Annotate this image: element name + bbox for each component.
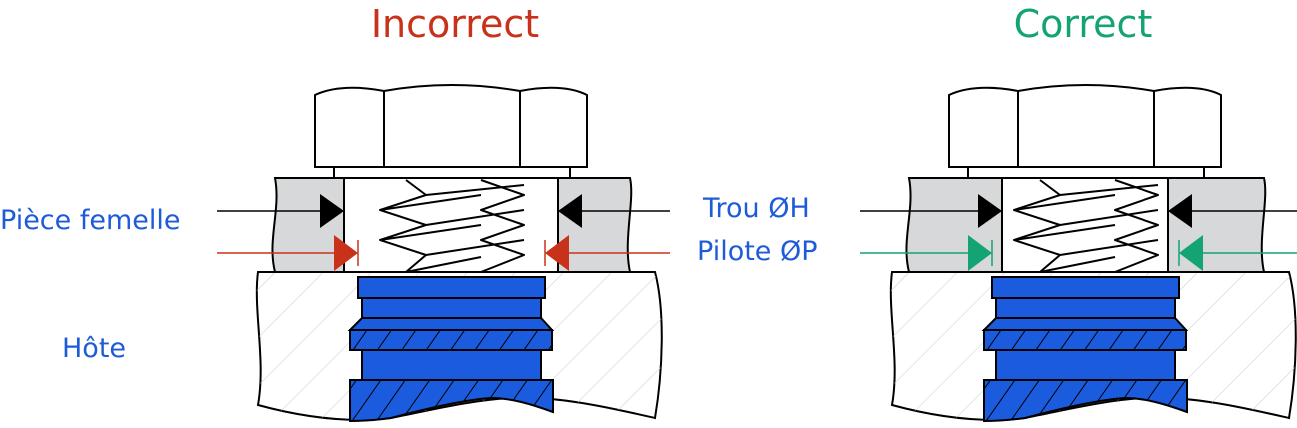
hole-arrow-left-icon (320, 194, 344, 228)
pilot-arrow-left-icon (968, 235, 992, 271)
screw-thread (379, 179, 525, 273)
insert-knurl-lower (349, 379, 554, 423)
insert-chamfer (981, 317, 1189, 331)
hole-arrow-left-icon (978, 194, 1002, 228)
hole-arrow-right-icon (558, 194, 582, 228)
hex-edge-lines (383, 91, 521, 167)
pilot-arrow-left-icon (334, 235, 358, 271)
insert-body-upper (995, 297, 1176, 319)
insert-knurl-upper (349, 329, 553, 351)
bolt-hex-head (314, 84, 588, 168)
insert-top-band (357, 276, 546, 299)
hole-arrow-right-icon (1168, 194, 1192, 228)
bolt-washer-face (333, 166, 571, 179)
pilot-arrow-right-icon (545, 235, 569, 271)
incorrect-assembly (217, 84, 670, 423)
bolt-hex-head (948, 84, 1222, 168)
insert-top-band (991, 276, 1180, 299)
insert-body-upper (361, 297, 542, 319)
pilot-arrow-right-icon (1179, 235, 1203, 271)
bolt-washer-face (967, 166, 1205, 179)
insert-knurl-upper (983, 329, 1187, 351)
hole-diameter-label: Trou ØH (703, 193, 810, 224)
insert-body-lower (361, 349, 542, 381)
incorrect-title: Incorrect (370, 2, 540, 46)
hex-edge-lines (1017, 91, 1155, 167)
pilot-diameter-label: Pilote ØP (697, 236, 818, 267)
insert-knurl-lower (983, 379, 1188, 423)
host-label: Hôte (62, 333, 127, 364)
screw-thread (1013, 179, 1159, 273)
correct-assembly (860, 84, 1297, 423)
insert-body-lower (995, 349, 1176, 381)
insert-chamfer (347, 317, 555, 331)
hole (1001, 177, 1169, 273)
correct-title: Correct (1013, 2, 1153, 46)
female-part-label: Pièce femelle (0, 205, 181, 236)
